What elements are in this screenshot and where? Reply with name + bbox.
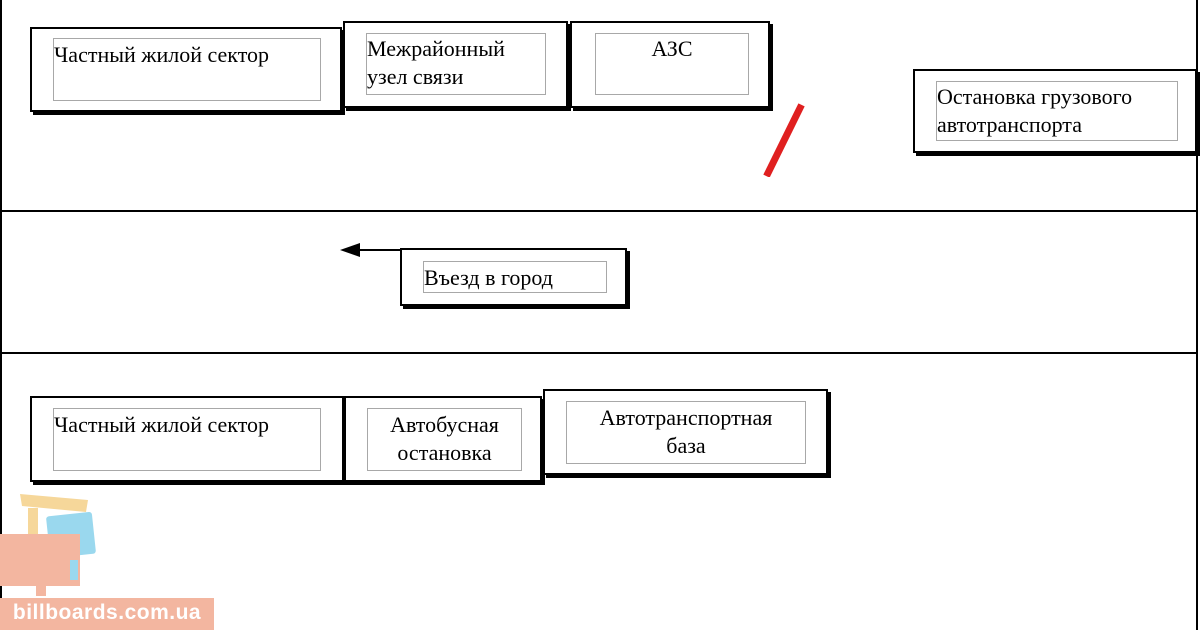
box-gas-station-inner: АЗС (595, 33, 749, 95)
label-private-sector-bottom: Частный жилой сектор (54, 412, 270, 437)
logo-pink-board (0, 534, 80, 586)
label-motor-depot: Автотранспортная база (599, 405, 773, 458)
road-lower-boundary (0, 352, 1198, 354)
red-mark (763, 103, 805, 177)
billboards-logo-icon (0, 494, 96, 596)
label-truck-stop: Остановка грузового автотранспорта (937, 84, 1133, 137)
box-private-sector-top-inner: Частный жилой сектор (53, 38, 321, 101)
box-truck-stop: Остановка грузового автотранспорта (913, 69, 1197, 153)
box-bus-stop-inner: Автобусная остановка (367, 408, 522, 471)
arrow-head (340, 243, 360, 257)
frame-right-edge (1196, 0, 1198, 630)
label-comm-node: Межрайонный узел связи (367, 36, 505, 89)
label-gas-station: АЗС (651, 36, 693, 61)
red-mark-stroke (763, 103, 805, 177)
label-city-entrance: Въезд в город (424, 265, 553, 290)
label-private-sector-top: Частный жилой сектор (54, 42, 270, 67)
watermark-text: billboards.com.ua (12, 601, 202, 624)
logo-yellow-post (28, 508, 38, 538)
box-motor-depot: Автотранспортная база (543, 389, 828, 475)
logo-pink-post (36, 582, 46, 596)
box-truck-stop-inner: Остановка грузового автотранспорта (936, 81, 1178, 141)
box-gas-station: АЗС (570, 21, 770, 108)
box-city-entrance-inner: Въезд в город (423, 261, 607, 293)
box-private-sector-top: Частный жилой сектор (30, 27, 342, 112)
road-upper-boundary (0, 210, 1198, 212)
arrow-left-icon (340, 243, 402, 257)
box-motor-depot-inner: Автотранспортная база (566, 401, 806, 464)
box-bus-stop: Автобусная остановка (344, 396, 542, 482)
label-bus-stop: Автобусная остановка (390, 412, 499, 465)
box-comm-node: Межрайонный узел связи (343, 21, 568, 108)
logo-blue-post (70, 560, 78, 580)
frame-left-edge (0, 0, 2, 630)
box-comm-node-inner: Межрайонный узел связи (366, 33, 546, 95)
box-city-entrance: Въезд в город (400, 248, 627, 306)
watermark-plate (0, 598, 214, 630)
box-private-sector-bottom-inner: Частный жилой сектор (53, 408, 321, 471)
box-private-sector-bottom: Частный жилой сектор (30, 396, 344, 482)
logo-yellow-band (20, 494, 88, 512)
